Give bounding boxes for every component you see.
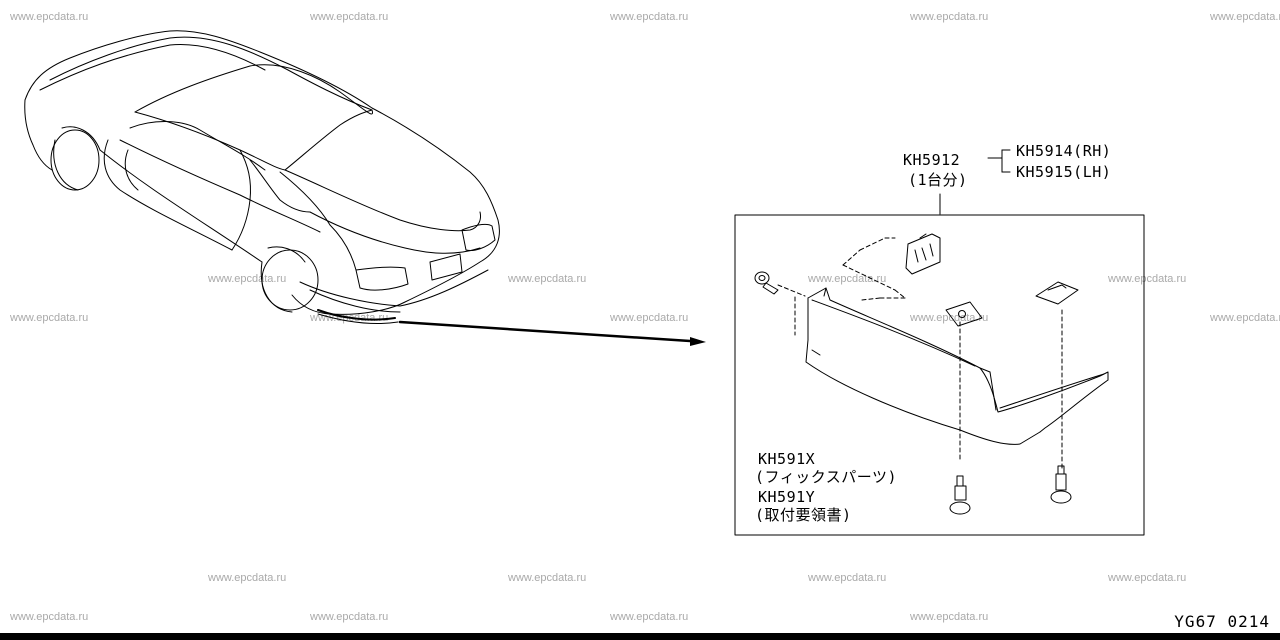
watermark: www.epcdata.ru (808, 572, 887, 584)
rh-part-number: KH5914(RH) (1016, 142, 1112, 160)
nut-plate-icon (945, 301, 983, 327)
watermark: www.epcdata.ru (610, 11, 689, 23)
watermark: www.epcdata.ru (310, 11, 389, 23)
watermark: www.epcdata.ru (910, 611, 989, 623)
instructions-part-number: KH591Y (758, 488, 816, 506)
watermark: www.epcdata.ru (610, 611, 689, 623)
pointer-arrow (398, 320, 706, 346)
part-number-bracket (987, 149, 1011, 173)
watermark: www.epcdata.ru (1108, 572, 1187, 584)
spoiler-detail (754, 233, 1109, 515)
detail-box (734, 214, 1145, 536)
watermark: www.epcdata.ru (208, 572, 287, 584)
watermark: www.epcdata.ru (310, 611, 389, 623)
watermark: www.epcdata.ru (10, 11, 89, 23)
watermark: www.epcdata.ru (1210, 312, 1280, 324)
watermark: www.epcdata.ru (10, 611, 89, 623)
set-part-note: (1台分) (908, 171, 968, 189)
clip-icon (905, 233, 941, 275)
watermark: www.epcdata.ru (910, 312, 989, 324)
watermark: www.epcdata.ru (610, 312, 689, 324)
watermark: www.epcdata.ru (1108, 273, 1187, 285)
watermark: www.epcdata.ru (10, 312, 89, 324)
screw-icon (754, 271, 779, 295)
watermark: www.epcdata.ru (1210, 11, 1280, 23)
instructions-note: (取付要領書) (755, 506, 852, 524)
watermark: www.epcdata.ru (910, 11, 989, 23)
lh-part-number: KH5915(LH) (1016, 163, 1112, 181)
watermark: www.epcdata.ru (808, 273, 887, 285)
watermark: www.epcdata.ru (208, 273, 287, 285)
screw-icon (1050, 465, 1072, 504)
set-part-number: KH5912 (903, 151, 961, 169)
watermark: www.epcdata.ru (508, 572, 587, 584)
drawing-code: YG67 0214 (1170, 612, 1274, 631)
watermark: www.epcdata.ru (508, 273, 587, 285)
fix-kit-note: (フィックスパーツ) (755, 468, 898, 486)
fix-kit-part-number: KH591X (758, 450, 816, 468)
bracket-icon (1035, 281, 1079, 305)
screw-icon (949, 475, 971, 515)
car-illustration (24, 30, 500, 325)
bottom-bar (0, 633, 1280, 640)
